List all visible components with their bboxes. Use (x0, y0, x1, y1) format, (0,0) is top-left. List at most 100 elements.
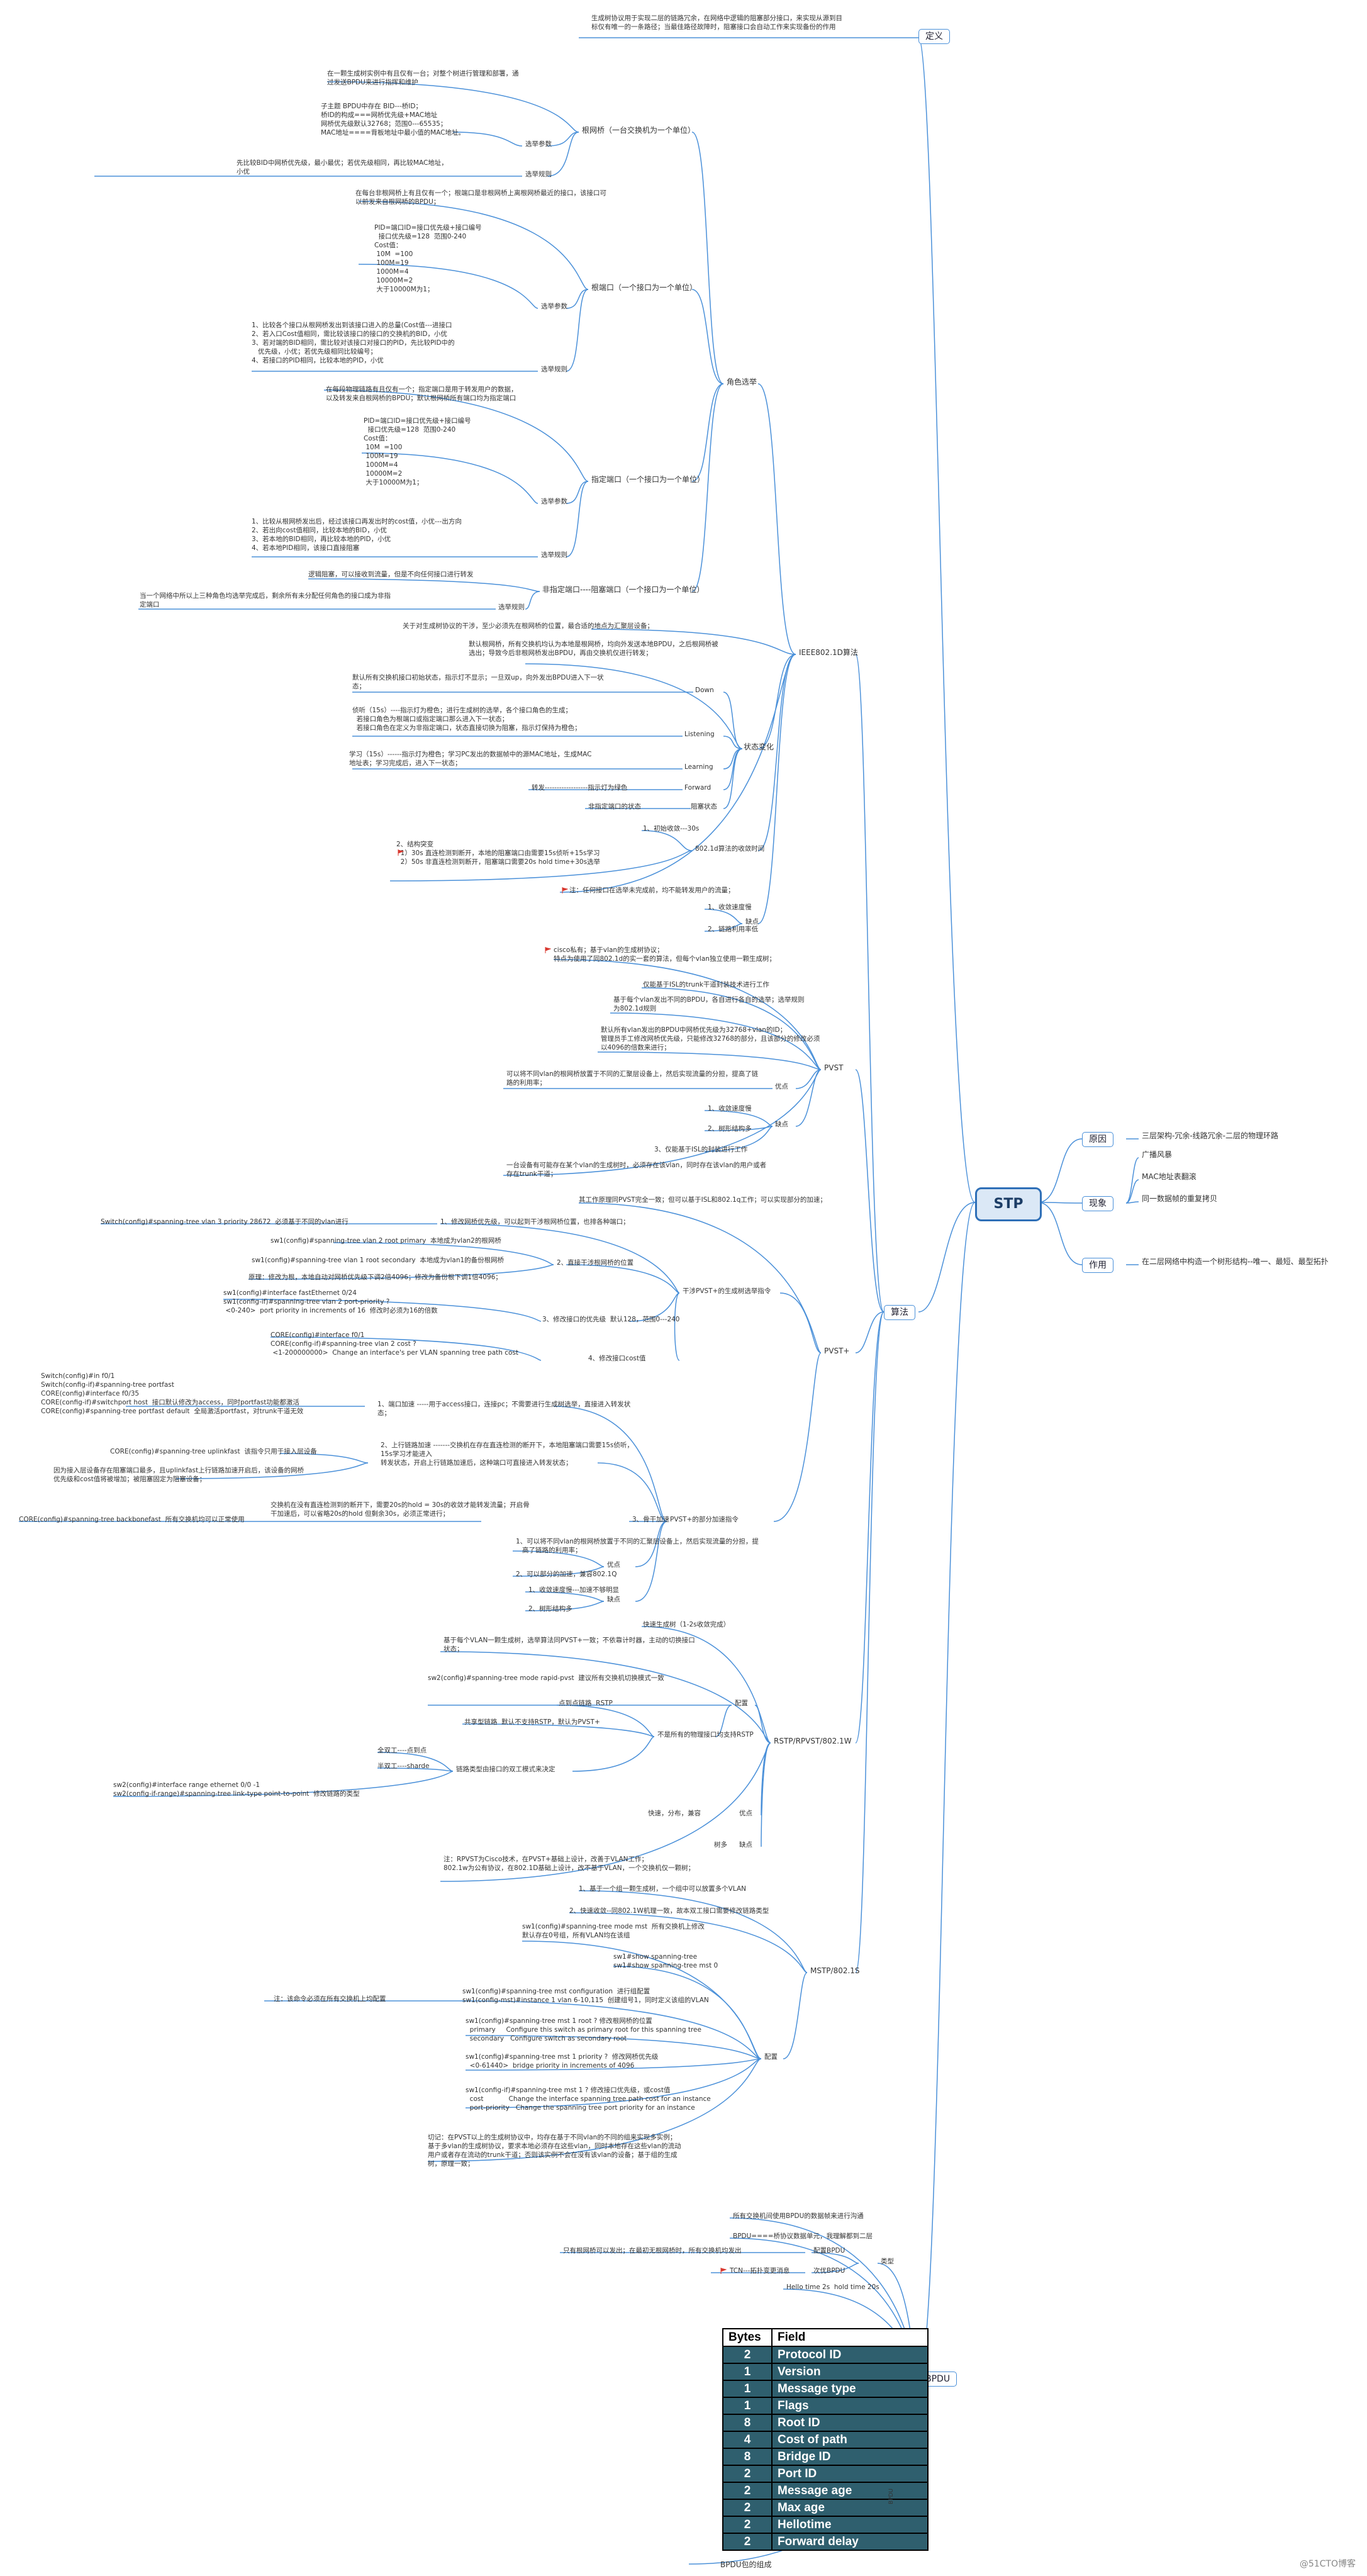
root-node-stp[interactable]: STP (975, 1187, 1042, 1221)
convergence-label[interactable]: 802.1d算法的收敛时间 (695, 845, 765, 853)
rstp-link-half: 半双工----sharde (377, 1762, 430, 1770)
mstp-i1: 1、基于一个组一颗生成树，一个组中可以放置多个VLAN (579, 1885, 746, 1893)
node-phenomenon[interactable]: 现象 (1082, 1196, 1113, 1211)
pvst-shortcoming-item: 1、收敛速度慢 (708, 1105, 752, 1112)
pvstplus-advantage-label[interactable]: 优点 (607, 1561, 620, 1569)
state-change-label[interactable]: 状态变化 (744, 742, 774, 751)
watermark: @51CTO博客 (1299, 2559, 1356, 2569)
state-down: Down (695, 686, 714, 694)
pvstplus-intro: 其工作原理同PVST完全一致；但可以基于ISL和802.1q工作；可以实现部分的… (579, 1196, 827, 1204)
pvstplus-a2-label: 2、上行链路加速 -------交换机在存在直连检测的断开下，本地阻塞端口需要1… (381, 1442, 633, 1467)
bpdu-side-label: BPDU (888, 2488, 895, 2504)
rstp-link-p2p: 点到点链路 RSTP (559, 1700, 613, 1707)
pvst-label[interactable]: PVST (824, 1063, 844, 1072)
pvstplus-c2-cmd: sw1(config)#spanning-tree vlan 2 root pr… (271, 1237, 501, 1245)
pvstplus-c4-label: 4、修改接口cost值 (588, 1355, 646, 1362)
node-definition[interactable]: 定义 (918, 29, 950, 44)
pvstplus-a2-cmd: CORE(config)#spanning-tree uplinkfast 该指… (110, 1448, 317, 1455)
table-header-field: Field (771, 2328, 929, 2347)
phenomenon-item: 同一数据帧的重复拷贝 (1142, 1194, 1218, 1203)
rstp-advantage-label[interactable]: 优点 (739, 1810, 752, 1817)
rstp-advantage-text: 快速，分布，兼容 (648, 1810, 701, 1817)
mstp-summary: 切记：在PVST以上的生成树协议中，均存在基于不同vlan的不同的组来实现多实例… (428, 2134, 681, 2168)
bpdu-field-name: Flags (771, 2397, 929, 2415)
pvst-note: 一台设备有可能存在某个vlan的生成树时，必须存在该vlan，同时存在该vlan… (506, 1162, 767, 1178)
bpdu-i2: BPDU====桥协议数据单元，我理解都到二层 (733, 2232, 873, 2240)
mstp-label[interactable]: MSTP/802.1S (810, 1966, 860, 1975)
mstp-cmd5: sw1(config)#spanning-tree mst 1 priority… (466, 2053, 659, 2069)
rstp-label[interactable]: RSTP/RPVST/802.1W (774, 1737, 852, 1745)
pvstplus-label[interactable]: PVST+ (824, 1347, 850, 1355)
bpdu-field-name: Version (771, 2363, 929, 2381)
node-cause[interactable]: 原因 (1082, 1132, 1113, 1147)
bpdu-field-name: Message type (771, 2380, 929, 2398)
bpdu-type-label[interactable]: 类型 (881, 2258, 894, 2265)
designated-port-label[interactable]: 指定端口（一个接口为一个单位） (591, 475, 705, 484)
state-forward-text: 转发------------------指示灯为绿色 (532, 784, 628, 792)
flag-icon (562, 887, 568, 893)
bpdu-field-bytes: 8 (722, 2448, 773, 2466)
pvst-advantage-text: 可以将不同vlan的根网桥放置于不同的汇聚层设备上，然后实现流量的分担，提高了链… (506, 1070, 759, 1087)
mstp-config-label[interactable]: 配置 (764, 2053, 778, 2061)
pvst-shortcoming-item: 2、树形结构多 (708, 1125, 752, 1133)
rstp-shortcoming-text: 树多 (714, 1841, 727, 1849)
bpdu-type-tcn-text: TCN---拓扑变更消息 (730, 2267, 790, 2275)
bpdu-field-name: Root ID (771, 2414, 929, 2432)
bpdu-field-name: Hellotime (771, 2516, 929, 2534)
bpdu-field-name: Protocol ID (771, 2346, 929, 2364)
rstp-config-label[interactable]: 配置 (735, 1700, 748, 1707)
ieee-shortcoming-item: 2、链路利用率低 (708, 926, 759, 933)
state-learning-text: 学习（15s）------指示灯为橙色；学习PC发出的数据帧中的源MAC地址，生… (349, 751, 592, 767)
bpdu-field-bytes: 2 (722, 2533, 773, 2551)
root-bridge-params: 子主题 BPDU中存在 BID---桥ID； 桥ID的构成===网桥优先级+MA… (321, 103, 465, 137)
root-port-label[interactable]: 根端口（一个接口为一个单位） (591, 283, 698, 292)
state-intro: 默认根网桥，所有交换机均认为本地是根网桥，均向外发送本地BPDU，之后根网桥被 … (469, 641, 718, 657)
rstp-shortcoming-label[interactable]: 缺点 (739, 1841, 752, 1849)
pvstplus-c1-cmd: Switch(config)#spanning-tree vlan 3 prio… (101, 1218, 349, 1226)
bpdu-field-name: Cost of path (771, 2431, 929, 2449)
pvst-shortcoming-item: 3、仅能基于ISL的封装进行工作 (654, 1146, 748, 1153)
pvstplus-shortcoming-label[interactable]: 缺点 (607, 1596, 620, 1603)
root-port-elect: 选举参数 (541, 303, 567, 310)
node-algorithm[interactable]: 算法 (884, 1305, 915, 1320)
bpdu-field-bytes: 1 (722, 2397, 773, 2415)
convergence-second: 2、结构突变 1）30s 直连检测到断开，本地的阻塞端口由需要15s侦听+15s… (396, 841, 601, 866)
pvstplus-shortcoming-item: 1、收敛速度慢---加速不够明显 (528, 1586, 620, 1594)
bpdu-type-tcn: 次优BPDU (813, 2267, 845, 2275)
role-election-label[interactable]: 角色选举 (727, 378, 757, 386)
rstp-note-2: 注：RPVST为Cisco技术，在PVST+基础上设计，改善于VLAN工作； 8… (444, 1856, 695, 1872)
root-bridge-rules: 先比较BID中网桥优先级，最小最优；若优先级相同，再比较MAC地址， 小优 (237, 159, 448, 176)
bpdu-field-name: Bridge ID (771, 2448, 929, 2466)
definition-text: 生成树协议用于实现二层的链路冗余，在网络中逻辑的阻塞部分接口，来实现从源到目 标… (591, 14, 842, 31)
root-port-rules: 1、比较各个接口从根网桥发出到该接口进入的总量(Cost值---进接口 2、若入… (252, 322, 455, 364)
table-header-bytes: Bytes (722, 2328, 773, 2347)
node-function[interactable]: 作用 (1082, 1258, 1113, 1273)
state-listening-text: 侦听（15s）----指示灯为橙色；进行生成树的选举，各个接口角色的生成； 若接… (352, 707, 581, 732)
non-designated-label[interactable]: 非指定端口----阻塞端口（一个接口为一个单位） (542, 585, 705, 594)
ieee-8021d-label[interactable]: IEEE802.1D算法 (799, 648, 858, 657)
pvst-advantage-label[interactable]: 优点 (775, 1083, 788, 1090)
bpdu-field-bytes: 1 (722, 2363, 773, 2381)
pvstplus-c4-cmd: CORE(config)#interface f0/1 CORE(config-… (271, 1331, 519, 1357)
pvstplus-config-label[interactable]: 干涉PVST+的生成树选举指令 (683, 1287, 771, 1295)
pvstplus-accel-label[interactable]: PVST+的部分加速指令 (670, 1516, 739, 1523)
bpdu-type-config: 配置BPDU (813, 2247, 845, 2254)
flag-icon (545, 947, 551, 953)
phenomenon-item: MAC地址表翻滚 (1142, 1172, 1197, 1181)
pvst-per-vlan: 基于每个vlan发出不同的BPDU，各自进行各自的选举；选举规则 为802.1d… (613, 996, 805, 1012)
state-blocking-text: 非指定端口的状态 (588, 803, 641, 810)
ieee-shortcoming-label[interactable]: 缺点 (745, 918, 759, 926)
mstp-cmd6: sw1(config-if)#spanning-tree mst 1 ? 修改接… (466, 2086, 711, 2112)
pvst-shortcoming-label[interactable]: 缺点 (775, 1121, 788, 1128)
root-bridge-label[interactable]: 根网桥（一台交换机为一个单位） (582, 126, 696, 135)
phenomenon-item: 广播风暴 (1142, 1150, 1173, 1159)
mstp-cmd4: sw1(config)#spanning-tree mst 1 root ? 修… (466, 2017, 701, 2042)
pvstplus-a3-text: 交换机在没有直连检测到的断开下，需要20s的hold = 30s的收敛才能转发流… (271, 1501, 530, 1518)
bpdu-table-caption: BPDU包的组成 (720, 2560, 772, 2569)
